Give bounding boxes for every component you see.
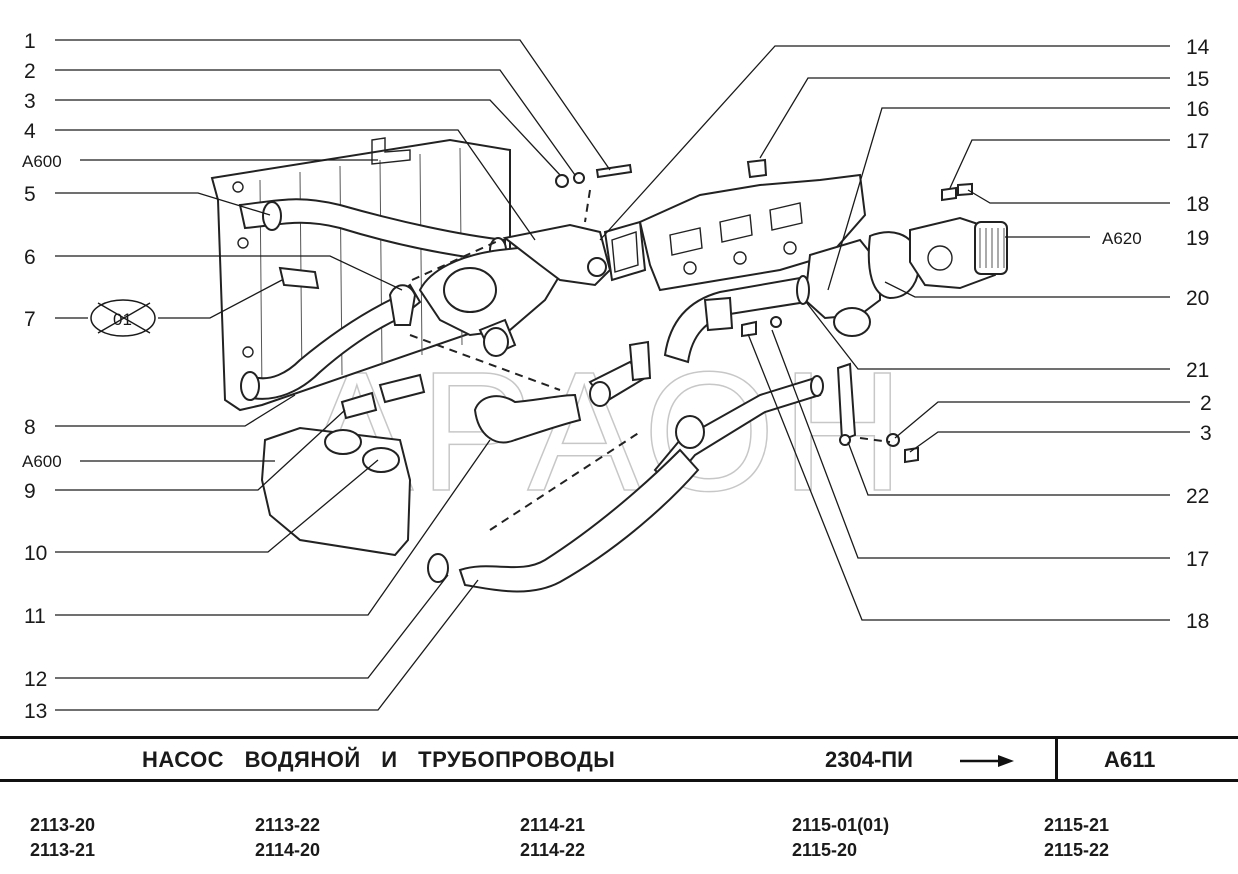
reference-01-label: 01	[113, 310, 132, 329]
upper-radiator-hose	[238, 198, 507, 264]
callout-16: 16	[1186, 98, 1209, 121]
temperature-sensor	[278, 266, 426, 420]
model-code: 2115-01(01)	[792, 815, 890, 835]
model-code: 2113-22	[255, 815, 321, 835]
exploded-parts-diagram: АРАОН	[22, 30, 1212, 723]
page-title: НАСОС ВОДЯНОЙ И ТРУБОПРОВОДЫ	[142, 747, 616, 772]
model-code: 2115-21	[1044, 815, 1110, 835]
callout-18-bottom: 18	[1186, 610, 1209, 633]
model-code: 2115-20	[792, 840, 858, 860]
callout-17-top: 17	[1186, 130, 1209, 153]
callout-a620: А620	[1102, 229, 1142, 248]
water-pump-housing	[803, 238, 881, 337]
model-code: 2113-21	[30, 840, 96, 860]
model-code: 2113-20	[30, 815, 96, 835]
pump-inlet-pipe	[663, 275, 810, 364]
callout-17-bottom: 17	[1186, 548, 1209, 571]
small-tube	[588, 340, 652, 407]
callout-10: 10	[24, 542, 47, 565]
callout-11: 11	[24, 605, 46, 628]
left-callouts: 1 2 3 4 А600 5 6 7 8 А600 9 10 11 12 13	[22, 30, 62, 723]
callout-2-right: 2	[1200, 392, 1212, 415]
lower-radiator-hose	[240, 283, 422, 401]
heater-hose-13	[427, 448, 700, 593]
outlet-hose-11	[473, 393, 582, 444]
assembly-guides	[409, 189, 891, 531]
expansion-tank	[260, 426, 412, 557]
callout-18-top: 18	[1186, 193, 1209, 216]
pump-gasket	[867, 231, 920, 300]
right-arrow-icon	[960, 755, 1014, 767]
callout-20: 20	[1186, 287, 1209, 310]
callout-19: 19	[1186, 227, 1209, 250]
leader-lines	[55, 39, 1190, 711]
thermostat-gasket	[603, 220, 647, 282]
callout-a600-bottom: А600	[22, 452, 62, 471]
callout-8: 8	[24, 416, 36, 439]
water-pump	[909, 216, 1008, 290]
title-divider	[1055, 739, 1058, 779]
callout-13: 13	[24, 700, 47, 723]
small-fasteners	[388, 158, 973, 464]
model-code: 2115-22	[1044, 840, 1110, 860]
callout-12: 12	[24, 668, 47, 691]
callout-1: 1	[24, 30, 36, 53]
model-code: 2114-21	[520, 815, 586, 835]
callout-22: 22	[1186, 485, 1209, 508]
callout-6: 6	[24, 246, 36, 269]
callout-2: 2	[24, 60, 36, 83]
right-callouts: 14 15 16 17 18 А620 19 20 21 2 3 22 17 1…	[1102, 36, 1212, 633]
sheet-id: А611	[1104, 747, 1156, 772]
catalog-code: 2304-ПИ	[825, 747, 913, 772]
model-code: 2114-20	[255, 840, 321, 860]
crossed-reference-01: 01	[90, 299, 156, 337]
title-block: НАСОС ВОДЯНОЙ И ТРУБОПРОВОДЫ 2304-ПИ А61…	[0, 736, 1238, 782]
callout-7: 7	[24, 308, 36, 331]
callout-9: 9	[24, 480, 36, 503]
callout-15: 15	[1186, 68, 1209, 91]
callout-14: 14	[1186, 36, 1210, 59]
callout-3-right: 3	[1200, 422, 1212, 445]
callout-5: 5	[24, 183, 36, 206]
callout-4: 4	[24, 120, 36, 143]
callout-a600-top: А600	[22, 152, 62, 171]
callout-21: 21	[1186, 359, 1209, 382]
model-code: 2114-22	[520, 840, 586, 860]
thermostat-housing	[418, 223, 612, 357]
callout-3: 3	[24, 90, 36, 113]
